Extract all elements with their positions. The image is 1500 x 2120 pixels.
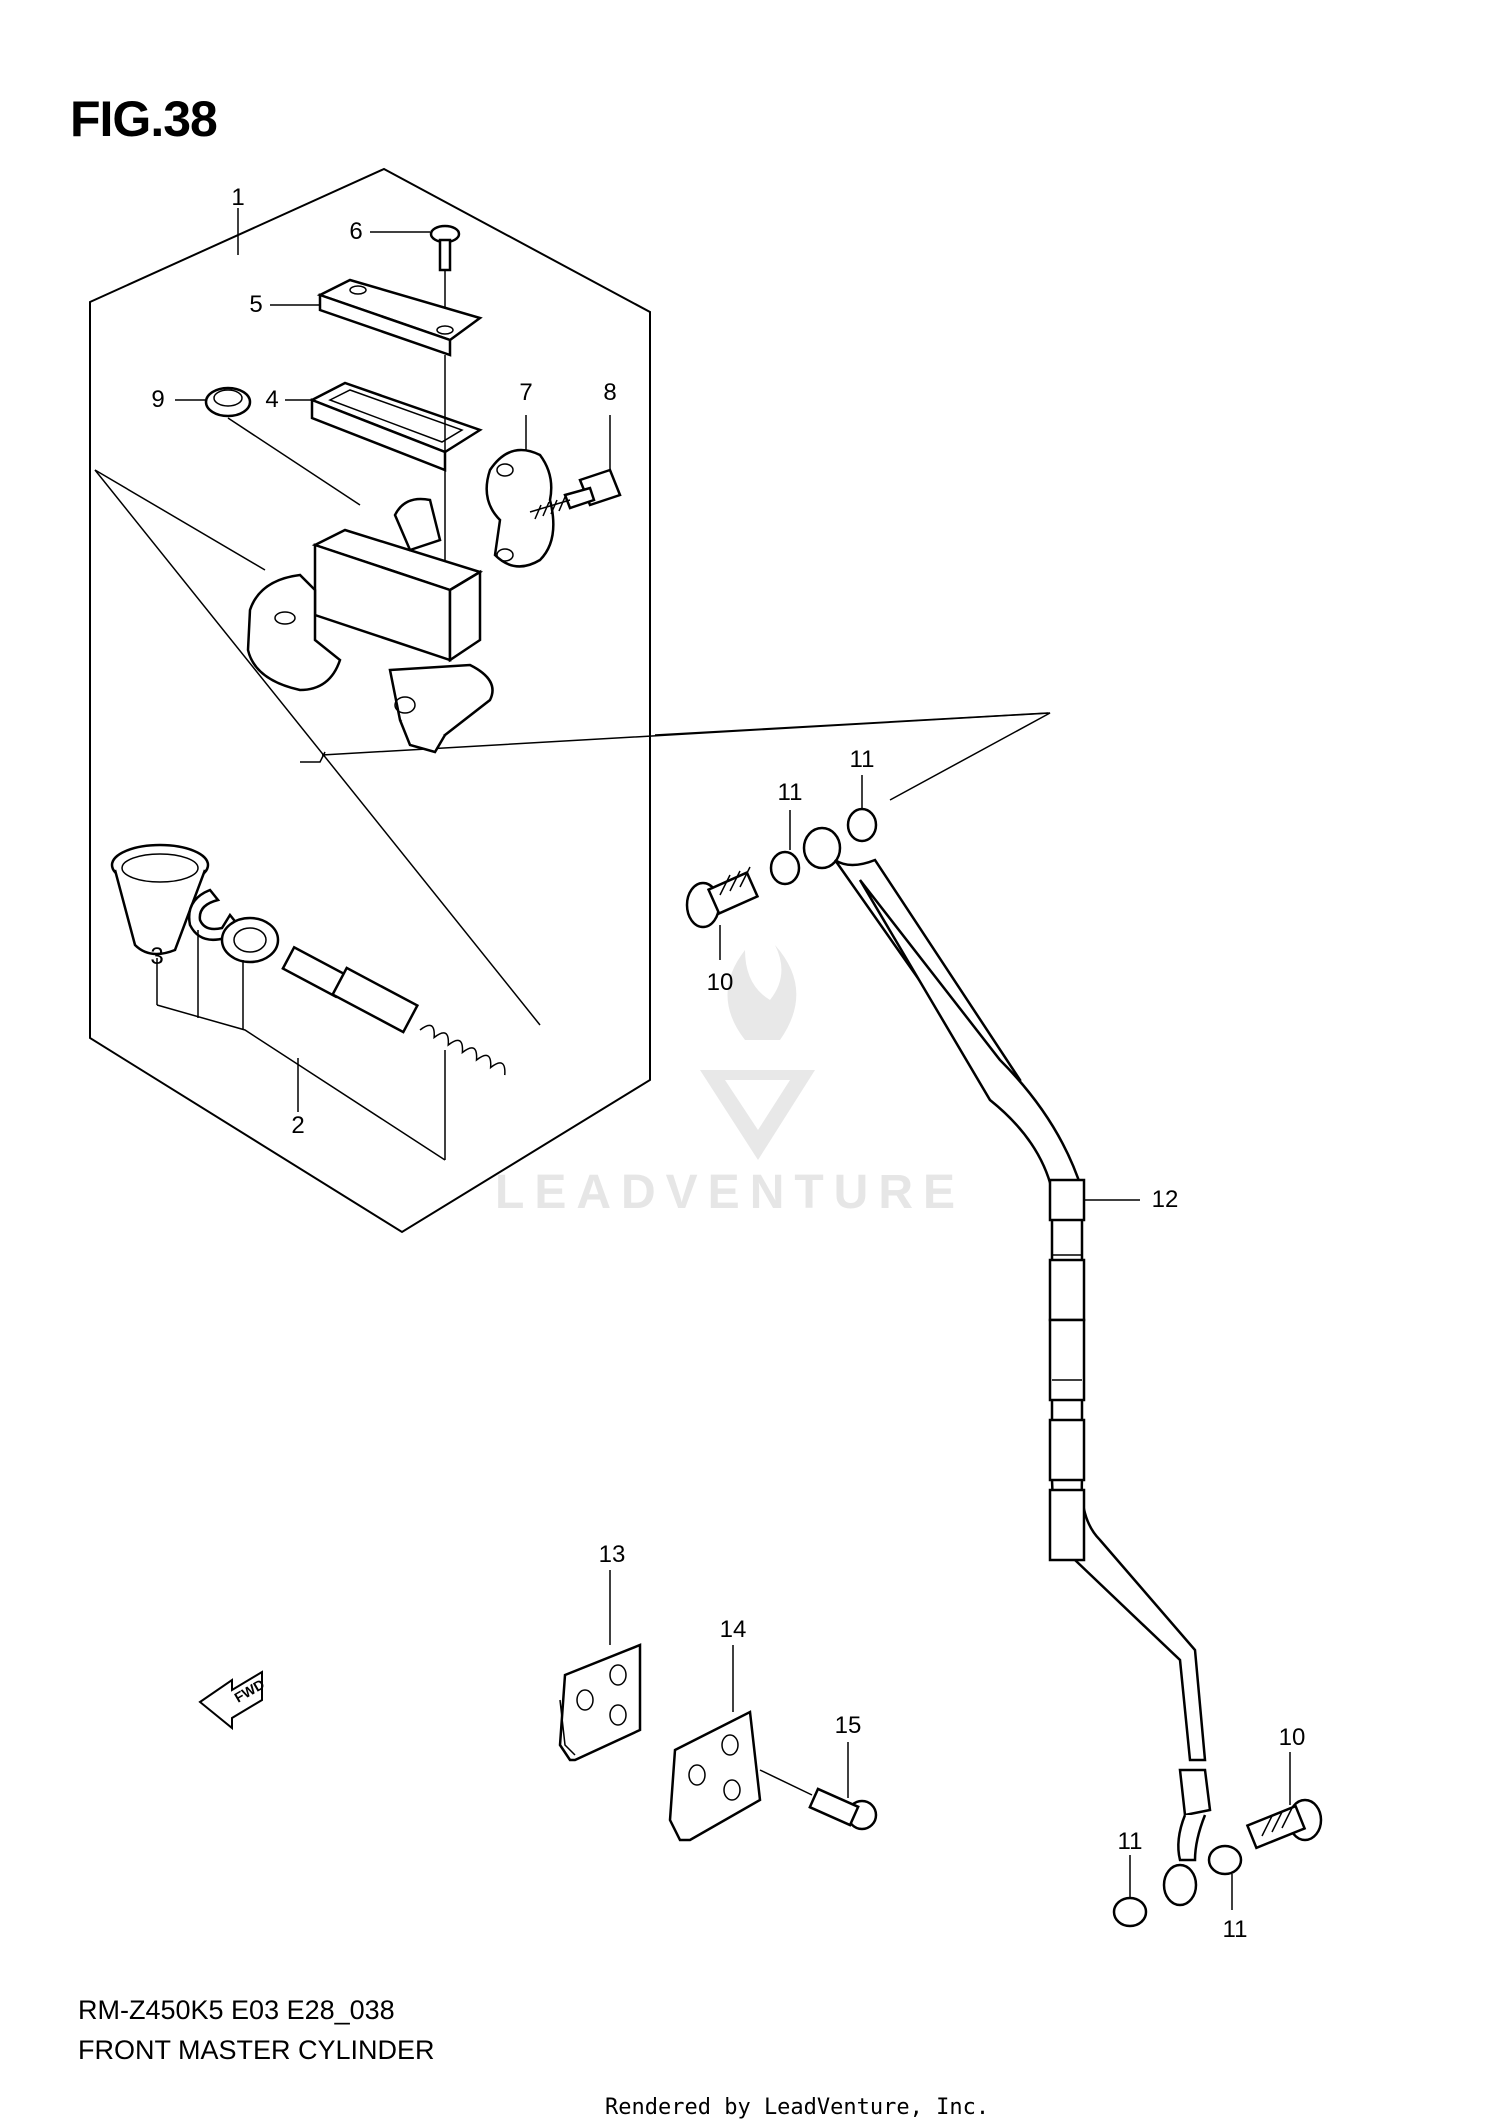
callout-3: 3 — [150, 943, 164, 970]
part-14-bracket — [668, 1710, 762, 1842]
callout-11-d: 11 — [1222, 1916, 1248, 1943]
guide-line — [321, 712, 1051, 801]
assembly-name: FRONT MASTER CYLINDER — [78, 2035, 435, 2065]
leader-2 — [156, 1004, 446, 1161]
callout-11-c: 11 — [1117, 1828, 1143, 1855]
callout-10-b: 10 — [1278, 1724, 1306, 1751]
callout-11-a: 11 — [777, 779, 803, 806]
assembly-boundary — [89, 167, 651, 1234]
model-code: RM-Z450K5 E03 E28_038 — [78, 1995, 395, 2025]
guide-line — [94, 469, 266, 571]
part-4-diaphragm — [308, 381, 483, 472]
callout-10-a: 10 — [706, 969, 734, 996]
callout-2: 2 — [291, 1112, 305, 1139]
figure-title: FIG.38 — [70, 91, 218, 147]
part-11-washer-b — [846, 807, 878, 843]
master-cylinder-body — [246, 497, 494, 754]
callout-15: 15 — [834, 1712, 862, 1739]
callout-5: 5 — [249, 291, 263, 318]
part-11-washer-a — [769, 850, 801, 886]
callout-11-b: 11 — [849, 746, 875, 773]
callout-4: 4 — [265, 386, 279, 413]
part-8-bolt — [529, 468, 622, 520]
part-11-washer-d — [1207, 1844, 1243, 1876]
callout-8: 8 — [603, 379, 617, 406]
part-10-banjo-bolt-lower — [1245, 1798, 1323, 1850]
guide-line — [227, 417, 361, 506]
part-9-plate — [204, 386, 252, 418]
callout-14: 14 — [719, 1616, 747, 1643]
washer — [220, 916, 280, 964]
part-12-brake-hose — [802, 826, 1212, 1907]
callout-13: 13 — [598, 1541, 626, 1568]
piston-spring — [281, 945, 506, 1076]
part-13-bracket — [558, 1643, 642, 1762]
guide-line — [94, 469, 541, 1026]
callout-1: 1 — [231, 184, 245, 211]
part-10-banjo-bolt-upper — [685, 866, 760, 929]
callout-9: 9 — [151, 386, 165, 413]
part-3-boot — [110, 843, 210, 956]
render-credit: Rendered by LeadVenture, Inc. — [605, 2095, 990, 2120]
callout-6: 6 — [349, 218, 363, 245]
part-7-clamp — [485, 448, 555, 568]
callout-12: 12 — [1151, 1186, 1179, 1213]
callout-7: 7 — [519, 379, 533, 406]
part-15-bolt — [759, 1769, 878, 1831]
watermark-text: LEADVENTURE — [495, 1166, 966, 1219]
guide-line — [654, 712, 1049, 736]
watermark-logo — [700, 945, 815, 1160]
part-6-screw — [429, 224, 461, 310]
